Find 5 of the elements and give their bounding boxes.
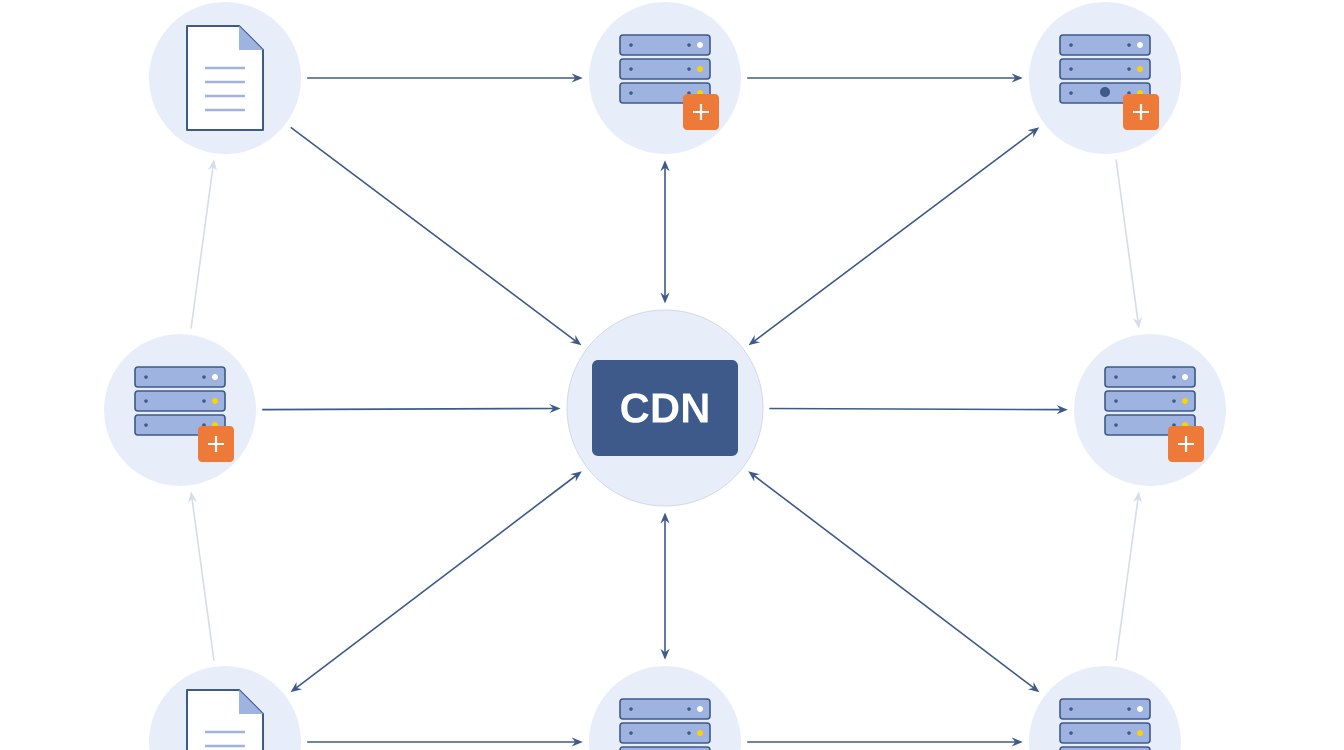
- server-circle: [589, 2, 741, 154]
- server-circle: [1074, 334, 1226, 486]
- server-circle: [104, 334, 256, 486]
- server-circle: [1029, 2, 1181, 154]
- document-circle: [149, 2, 301, 154]
